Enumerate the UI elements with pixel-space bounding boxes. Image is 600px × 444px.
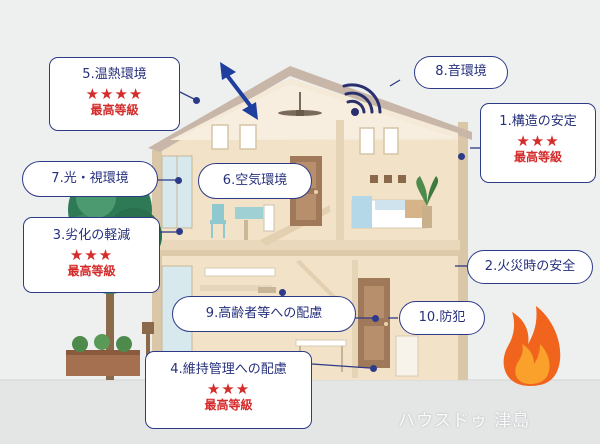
callout-crime-prevention: 10.防犯 [399,301,485,335]
fire-icon [503,306,561,386]
marker-dot [458,153,465,160]
marker-dot [372,315,379,322]
callout-title: 10.防犯 [418,309,466,325]
callout-title: 2.火災時の安全 [484,258,576,274]
callout-sound-environment: 8.音環境 [414,56,508,89]
star-rating: ★★★ [516,132,560,151]
sound-wave-icon [342,83,382,116]
callout-title: 5.温熱環境 [82,67,147,82]
callout-air-environment: 6.空気環境 [198,163,312,199]
star-rating: ★★★ [206,380,251,399]
star-rating: ★★★★ [85,85,144,104]
marker-dot [175,177,182,184]
callout-title: 9.高齢者等への配慮 [205,305,323,321]
callout-thermal-environment: 5.温熱環境 ★★★★ 最高等級 [49,57,180,131]
ventilation-arrow-icon [220,62,258,120]
callout-deterioration-reduction: 3.劣化の軽減 ★★★ 最高等級 [23,217,160,293]
grade-label: 最高等級 [67,263,116,278]
marker-dot [279,289,286,296]
marker-dot [370,365,377,372]
callout-title: 7.光・視環境 [51,170,129,186]
callout-title: 1.構造の安定 [499,114,577,129]
callout-fire-safety: 2.火災時の安全 [467,250,593,284]
star-rating: ★★★ [69,246,114,265]
watermark: ハウスドゥ 津島 [398,411,531,431]
grade-label: 最高等級 [204,397,253,412]
callout-light-vision: 7.光・視環境 [22,161,158,197]
marker-dot [176,228,183,235]
roof [148,66,472,152]
callout-structural-stability: 1.構造の安定 ★★★ 最高等級 [480,103,596,183]
callout-title: 6.空気環境 [222,172,288,188]
callout-title: 4.維持管理への配慮 [170,362,287,377]
grade-label: 最高等級 [513,149,562,164]
callout-title: 3.劣化の軽減 [52,228,131,243]
callout-maintenance: 4.維持管理への配慮 ★★★ 最高等級 [145,351,312,429]
grade-label: 最高等級 [90,102,139,117]
marker-dot [193,97,200,104]
callout-elderly-consideration: 9.高齢者等への配慮 [172,296,356,332]
callout-title: 8.音環境 [435,64,487,80]
